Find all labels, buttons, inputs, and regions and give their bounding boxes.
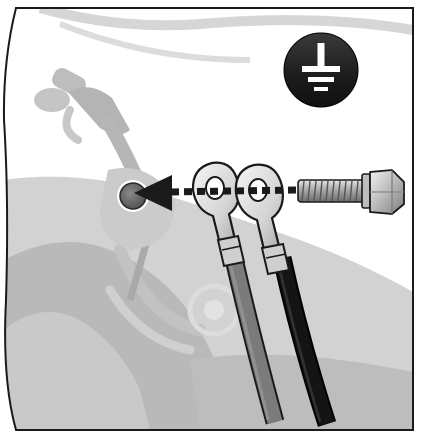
earth-ground-icon xyxy=(284,33,358,107)
hex-bolt-icon xyxy=(298,170,404,214)
